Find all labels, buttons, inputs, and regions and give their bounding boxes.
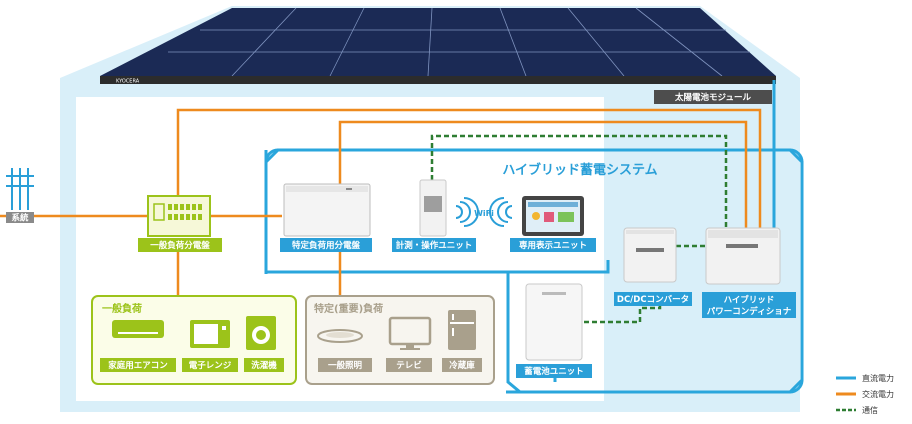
measurement-unit-label-bg — [392, 238, 476, 252]
solar-label-bg — [654, 90, 772, 104]
specific-load-item-1: テレビ — [396, 360, 422, 371]
dcdc-label-bg — [614, 292, 692, 306]
specific-load-item-2: 冷蔵庫 — [449, 360, 475, 371]
battery-unit-icon — [525, 283, 583, 361]
specific-load-item-0: 一般照明 — [328, 360, 363, 371]
legend-comm-label: 通信 — [862, 405, 878, 415]
general-panel-label-bg — [138, 238, 222, 252]
specific-panel-label-bg — [280, 238, 372, 252]
power-conditioner-icon — [705, 227, 781, 285]
general-load-item-1: 電子レンジ — [189, 361, 232, 371]
legend: 直流電力 交流電力 通信 — [836, 373, 894, 415]
solar-panel: KYOCERA — [100, 7, 776, 85]
specific-load-item-0-bg — [318, 358, 372, 372]
display-unit-label: 専用表示ユニット — [519, 240, 587, 251]
comm-lines — [430, 134, 728, 324]
specific-panel-icon — [283, 183, 371, 237]
washing-machine-icon — [246, 316, 276, 350]
legend-dc-label: 直流電力 — [862, 373, 894, 383]
tv-icon — [388, 316, 432, 350]
pcs-label-line1: ハイブリッド — [724, 295, 775, 306]
specific-panel-label: 特定負荷用分電盤 — [292, 240, 361, 251]
general-load-title: 一般負荷 — [102, 302, 142, 315]
general-load-item-1-bg — [182, 358, 238, 372]
microwave-icon — [190, 320, 230, 348]
general-load-item-2-bg — [244, 358, 284, 372]
general-load-item-2: 洗濯機 — [251, 360, 277, 371]
hybrid-system-title: ハイブリッド蓄電システム — [502, 162, 657, 178]
specific-load-item-2-bg — [442, 358, 482, 372]
wifi-icon-left — [455, 197, 479, 227]
measurement-unit-icon — [419, 179, 447, 237]
utility-pole-icon — [6, 168, 34, 210]
ceiling-light-icon — [317, 329, 363, 343]
general-load-item-0-bg — [100, 358, 176, 372]
general-load-item-0: 家庭用エアコン — [108, 360, 168, 371]
dcdc-converter-icon — [623, 227, 677, 283]
general-panel-label: 一般負荷分電盤 — [150, 240, 210, 251]
display-unit-label-bg — [510, 238, 596, 252]
pcs-label-bg — [702, 292, 796, 318]
display-unit-icon — [522, 196, 584, 236]
general-panel-icon — [147, 195, 211, 237]
air-conditioner-icon — [112, 320, 164, 338]
refrigerator-icon — [448, 310, 476, 350]
solar-label: 太陽電池モジュール — [674, 92, 751, 103]
specific-load-title: 特定(重要)負荷 — [314, 302, 383, 315]
legend-ac-label: 交流電力 — [862, 389, 894, 399]
wifi-label: WiFi — [474, 209, 494, 218]
wifi-icon-right — [489, 197, 513, 227]
battery-label: 蓄電池ユニット — [524, 366, 584, 377]
grid-label-bg — [6, 212, 34, 223]
measurement-unit-label: 計測・操作ユニット — [396, 240, 473, 251]
dcdc-label: DC/DCコンバータ — [617, 294, 689, 305]
solar-brand: KYOCERA — [116, 79, 140, 85]
battery-label-bg — [516, 364, 592, 378]
grid-label: 系統 — [11, 213, 29, 224]
pcs-label-line2: パワーコンディショナ — [707, 306, 792, 317]
specific-load-item-1-bg — [386, 358, 432, 372]
